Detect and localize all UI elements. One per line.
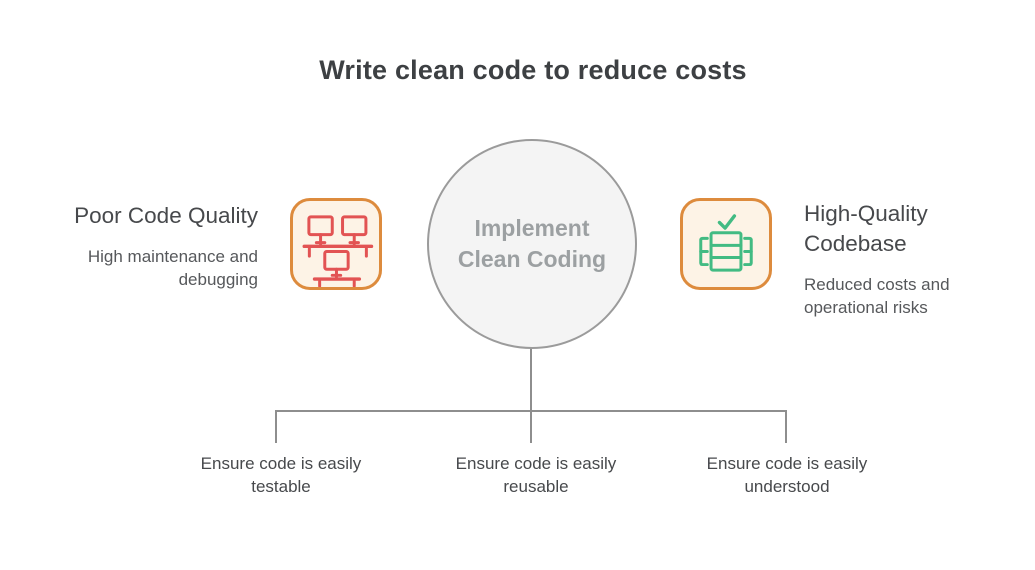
branch-reusable-line1: Ensure code is easily: [455, 454, 617, 473]
poor-code-quality-heading: Poor Code Quality: [74, 203, 258, 228]
high-quality-codebase-heading-line1: High-Quality: [804, 201, 928, 226]
branch-label-reusable: Ensure code is easily reusable: [421, 452, 651, 498]
high-quality-codebase-subtitle: Reduced costs and operational risks: [804, 273, 1024, 319]
page-title: Write clean code to reduce costs: [319, 55, 747, 85]
high-quality-codebase-subtitle-line1: Reduced costs and: [804, 275, 950, 294]
high-quality-codebase-heading-line2: Codebase: [804, 231, 907, 256]
connector-drop-reusable: [530, 410, 532, 443]
connector-drop-understood: [785, 410, 787, 443]
center-node-label-line2: Clean Coding: [457, 246, 607, 272]
poor-code-quality-subtitle-line2: debugging: [178, 270, 258, 289]
verified-codebase-icon-card: [680, 198, 772, 290]
high-quality-codebase-heading: High-Quality Codebase: [804, 199, 1024, 259]
verified-codebase-icon: [699, 214, 753, 272]
workstations-icon-card: [290, 198, 382, 290]
poor-code-quality-section: Poor Code Quality High maintenance and d…: [18, 201, 258, 291]
branch-understood-line1: Ensure code is easily: [706, 454, 868, 473]
branch-label-understood: Ensure code is easily understood: [672, 452, 902, 498]
branch-reusable-line2: reusable: [503, 477, 569, 496]
poor-code-quality-subtitle-line1: High maintenance and: [87, 247, 258, 266]
branch-understood-line2: understood: [744, 477, 830, 496]
high-quality-codebase-section: High-Quality Codebase Reduced costs and …: [804, 199, 1024, 319]
branch-testable-line2: testable: [251, 477, 311, 496]
branch-label-testable: Ensure code is easily testable: [166, 452, 396, 498]
connector-drop-testable: [275, 410, 277, 443]
center-node-label-line1: Implement: [474, 215, 590, 241]
connector-circle-to-branches: [530, 348, 532, 411]
center-node-label: Implement Clean Coding: [458, 213, 606, 275]
high-quality-codebase-subtitle-line2: operational risks: [804, 298, 928, 317]
poor-code-quality-subtitle: High maintenance and debugging: [18, 245, 258, 291]
center-node-implement-clean-coding: Implement Clean Coding: [427, 139, 637, 349]
workstations-icon: [302, 215, 374, 287]
branch-testable-line1: Ensure code is easily: [200, 454, 362, 473]
